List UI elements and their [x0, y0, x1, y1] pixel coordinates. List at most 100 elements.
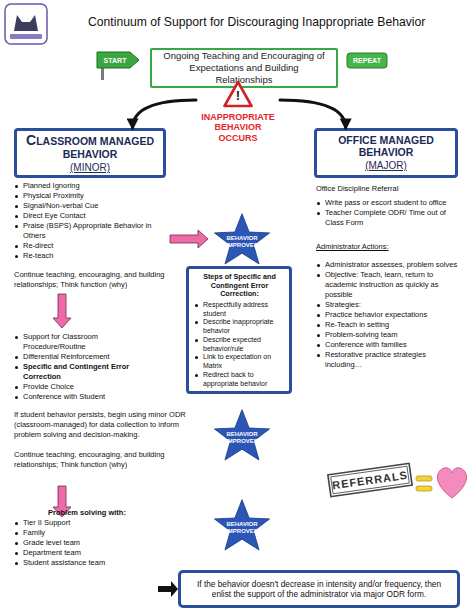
bullet-dot — [317, 314, 320, 317]
bullet-dot — [15, 336, 18, 339]
bullet-dot — [15, 255, 18, 258]
note-text: Continue teaching, encouraging, and buil… — [14, 270, 192, 290]
node-heading: OFFICE MANAGED BEHAVIOR — [317, 134, 455, 158]
bullet-dot — [15, 215, 18, 218]
list-item: Strategies: — [316, 300, 463, 310]
list-item: Practice behavior expectations — [316, 310, 463, 320]
bullet-dot — [317, 274, 320, 277]
list-text: Signal/Non-verbal Cue — [23, 201, 166, 211]
list-item: Write pass or escort student to office — [316, 198, 463, 208]
list-item: Objective: Teach, learn, return to acade… — [316, 270, 463, 300]
list-text: Re-teach — [23, 251, 166, 261]
note-text: Continue teaching, encouraging, and buil… — [14, 450, 192, 470]
bullet-dot — [15, 185, 18, 188]
node-heading: BEHAVIOR IMPROVES — [222, 521, 262, 534]
list-item: Student assistance team — [14, 558, 164, 568]
bullet-dot — [15, 552, 18, 555]
list-text: Write pass or escort student to office — [325, 198, 463, 208]
curved-arrow — [133, 100, 196, 128]
bullet-dot — [15, 195, 18, 198]
process-box: Ongoing Teaching and Encouraging of Expe… — [150, 48, 338, 88]
bullet-dot — [15, 562, 18, 565]
warning-callout: !INAPPROPRIATE BEHAVIOR OCCURS — [196, 80, 280, 140]
bullet-dot — [15, 386, 18, 389]
list-item: Respectfully address student — [194, 301, 285, 319]
list-item: Describe expected behavior/rule — [194, 336, 285, 354]
bullet-dot — [15, 205, 18, 208]
list-item: Problem-solving team — [316, 330, 463, 340]
list-item: Differential Reinforcement — [14, 352, 164, 362]
bullet-dot — [317, 202, 320, 205]
list-item: Family — [14, 528, 164, 538]
bullet-dot — [195, 339, 198, 342]
list-item: Physical Proximity — [14, 191, 166, 201]
list-item: Link to expectation on Matrix — [194, 353, 285, 371]
bullet-dot — [15, 532, 18, 535]
list-item: Provide Choice — [14, 382, 164, 392]
black-arrow — [158, 581, 178, 597]
logo-frame — [5, 4, 47, 44]
list-text: Differential Reinforcement — [23, 352, 164, 362]
list-item: Teacher Complete ODR/ Time out of Class … — [316, 208, 463, 228]
bullet-dot — [317, 354, 320, 357]
list-text: Administrator assesses, problem solves — [325, 260, 463, 270]
sign-outline — [97, 52, 139, 68]
list-text: Praise (BSPS) Appropriate Behavior in Ot… — [23, 221, 166, 241]
bullet-dot — [317, 344, 320, 347]
outcome-star: BEHAVIOR IMPROVES — [213, 212, 271, 266]
bullet-dot — [317, 264, 320, 267]
note-text: Problem solving with: — [48, 508, 188, 518]
curved-arrow — [280, 100, 346, 128]
bullet-dot — [15, 366, 18, 369]
text-column: Planned IgnoringPhysical ProximitySignal… — [14, 181, 196, 568]
bullet-dot — [317, 324, 320, 327]
heart — [437, 468, 466, 498]
bullet-dot — [15, 245, 18, 248]
bullet-dot — [15, 522, 18, 525]
note-text: Office Discipline Referral — [316, 184, 464, 194]
list-text: Support for Classroom Procedure/Routine — [23, 332, 142, 352]
list-text: Teacher Complete ODR/ Time out of Class … — [325, 208, 463, 228]
list-item: Redirect back to appropriate behavior — [194, 371, 285, 389]
outcome-star: BEHAVIOR IMPROVES — [213, 498, 271, 552]
step-text: Describe inappropriate behavior — [203, 318, 285, 336]
bullet-dot — [195, 321, 198, 324]
step-text: Respectfully address student — [203, 301, 285, 319]
stamp-inner — [331, 466, 410, 494]
step-text: Describe expected behavior/rule — [203, 336, 285, 354]
bullet-dot — [195, 374, 198, 377]
equals-bar — [416, 486, 432, 491]
logo-banner — [10, 34, 42, 39]
list-text: Department team — [23, 548, 164, 558]
list-item: Describe inappropriate behavior — [194, 318, 285, 336]
list-text: Provide Choice — [23, 382, 164, 392]
list-text: Grade level team — [23, 538, 164, 548]
list-text: Problem-solving team — [325, 330, 463, 340]
list-item: Planned Ignoring — [14, 181, 166, 191]
node-heading: REPEAT — [353, 57, 381, 64]
text-column: Office Discipline ReferralWrite pass or … — [316, 184, 466, 370]
list-item: Grade level team — [14, 538, 164, 548]
node-heading: START — [104, 57, 133, 64]
referrals-stamp: REFERRALS — [327, 462, 414, 497]
list-item: Restorative practice strategies includin… — [316, 350, 463, 370]
logo-mascot — [14, 15, 38, 31]
list-item: Conference with Student — [14, 392, 164, 402]
star-outline — [214, 500, 269, 550]
list-item: Department team — [14, 548, 164, 558]
list-item: Direct Eye Contact — [14, 211, 166, 221]
list-text: Objective: Teach, learn, return to acade… — [325, 270, 463, 300]
node-heading: If the behavior doesn't decrease in inte… — [189, 579, 449, 600]
list-text: Strategies: — [325, 300, 463, 310]
bullet-dot — [317, 334, 320, 337]
list-item: Re-Teach in setting — [316, 320, 463, 330]
bullet-dot — [15, 542, 18, 545]
list-text: Direct Eye Contact — [23, 211, 166, 221]
list-item: Tier II Support — [14, 518, 164, 528]
node-text: (MINOR) — [70, 162, 110, 174]
pink-arrow — [170, 230, 208, 248]
note-text: If student behavior persists, begin usin… — [14, 410, 192, 440]
steps-box: Steps of Specific and Contingent Error C… — [186, 266, 292, 394]
